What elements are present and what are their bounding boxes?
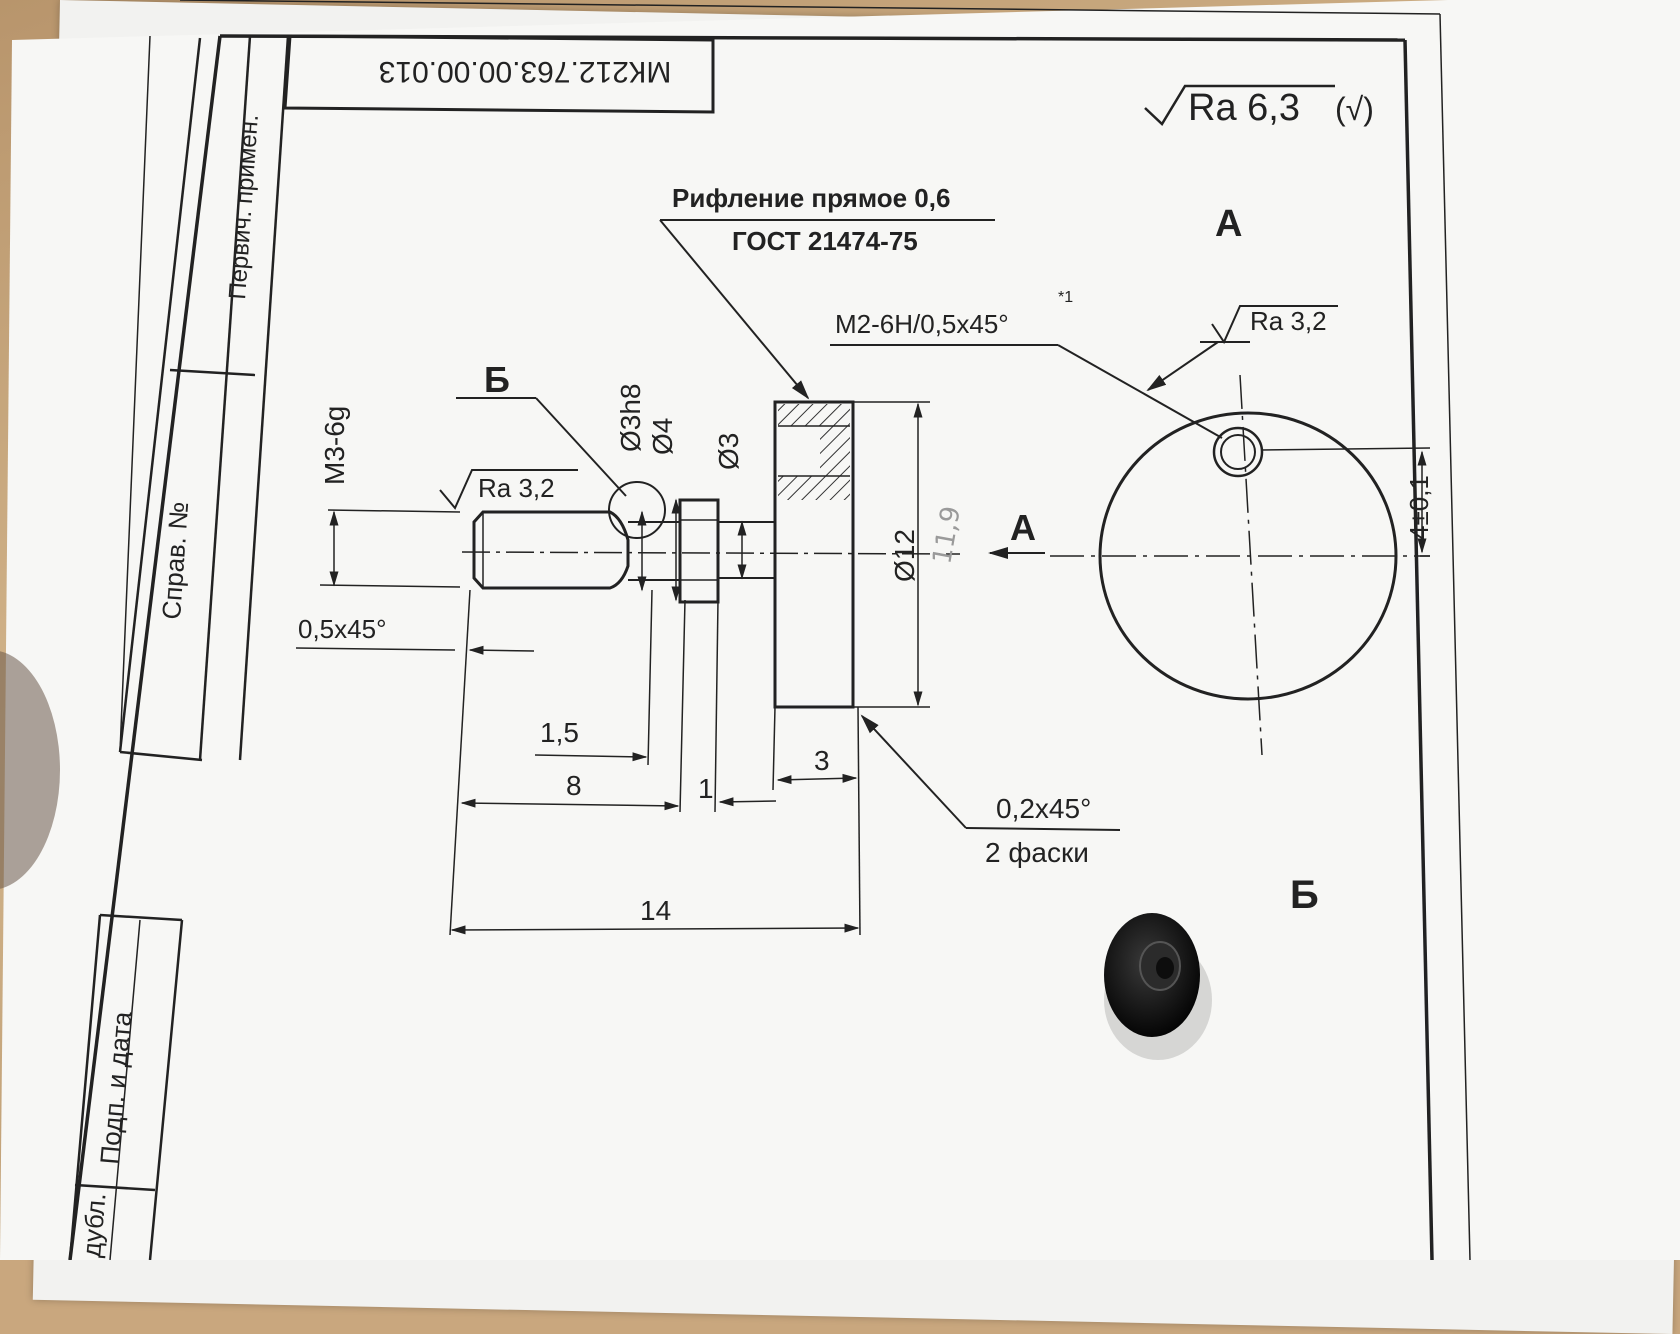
dim-8-label: 8 [566,770,582,801]
dia-3-label: Ø3 [713,433,744,470]
detail-b-callout: Б [456,359,666,539]
roughness-general-value: Ra 6,3 [1188,87,1300,129]
left-title-strip [68,35,290,1260]
dim-1-label: 1 [698,773,714,804]
roughness-general-suffix: (√) [1335,91,1374,127]
dim-4-tol-label: 4±0,1 [1404,475,1434,540]
view-a-end-view [1050,374,1431,756]
view-a-arrow-label: А [1010,507,1036,548]
roughness-general: Ra 6,3 (√) [1144,84,1374,129]
chamfer-thread-label: 0,5х45° [298,614,386,644]
thread-ext-top [327,509,461,513]
physical-part-photo [1104,913,1212,1060]
hole-note: М2-6Н/0,5х45° [835,309,1009,339]
view-a-arrow: А [988,507,1045,559]
roughness-hole-value: Ra 3,2 [1250,306,1327,336]
dim-1-5-label: 1,5 [540,717,579,748]
knurl-note-line2: ГОСТ 21474-75 [732,226,918,256]
dim-3-label: 3 [814,745,830,776]
dia-4-label: Ø4 [647,418,678,455]
head-chamfer-leader: 0,2х45° 2 фаски [860,714,1121,868]
knurl-note: Рифление прямое 0,6 ГОСТ 21474-75 [659,183,995,400]
view-a-label: А [1215,203,1242,245]
axis-centre-line [461,551,961,555]
paper-sheet [0,0,1680,1260]
thread-label: М3-6g [319,406,350,485]
chamfer-head-count: 2 фаски [985,837,1089,868]
roughness-thread: Ra 3,2 [439,469,578,510]
drawing-sheet: Первич. примен. Справ. № Подп. и дата ду… [0,0,1680,1260]
length-dims [295,589,861,936]
dia-3h8-label: Ø3h8 [615,384,646,453]
hole-note-ref: *1 [1058,289,1073,306]
doc-number: МК212.763.00.00.013 [379,55,672,88]
head-hatch-section [778,404,850,500]
dim-14-label: 14 [640,895,671,926]
doc-number-box: МК212.763.00.00.013 [283,34,715,114]
detail-b-label-top: Б [484,359,510,400]
dupl-label: дубл. [76,1192,112,1259]
dia-12-label: Ø12 [889,529,920,582]
chamfer-head-label: 0,2х45° [996,793,1091,824]
part-side-view [472,400,855,709]
knurl-note-line1: Рифление прямое 0,6 [672,183,950,213]
finger-shadow [0,651,60,889]
thread-ext-bottom [319,584,461,588]
diameter-dims [637,401,930,708]
view-b-label: Б [1290,873,1319,917]
roughness-thread-value: Ra 3,2 [478,473,555,503]
hole-callout: М2-6Н/0,5х45° *1 Ra 3,2 [830,289,1338,439]
